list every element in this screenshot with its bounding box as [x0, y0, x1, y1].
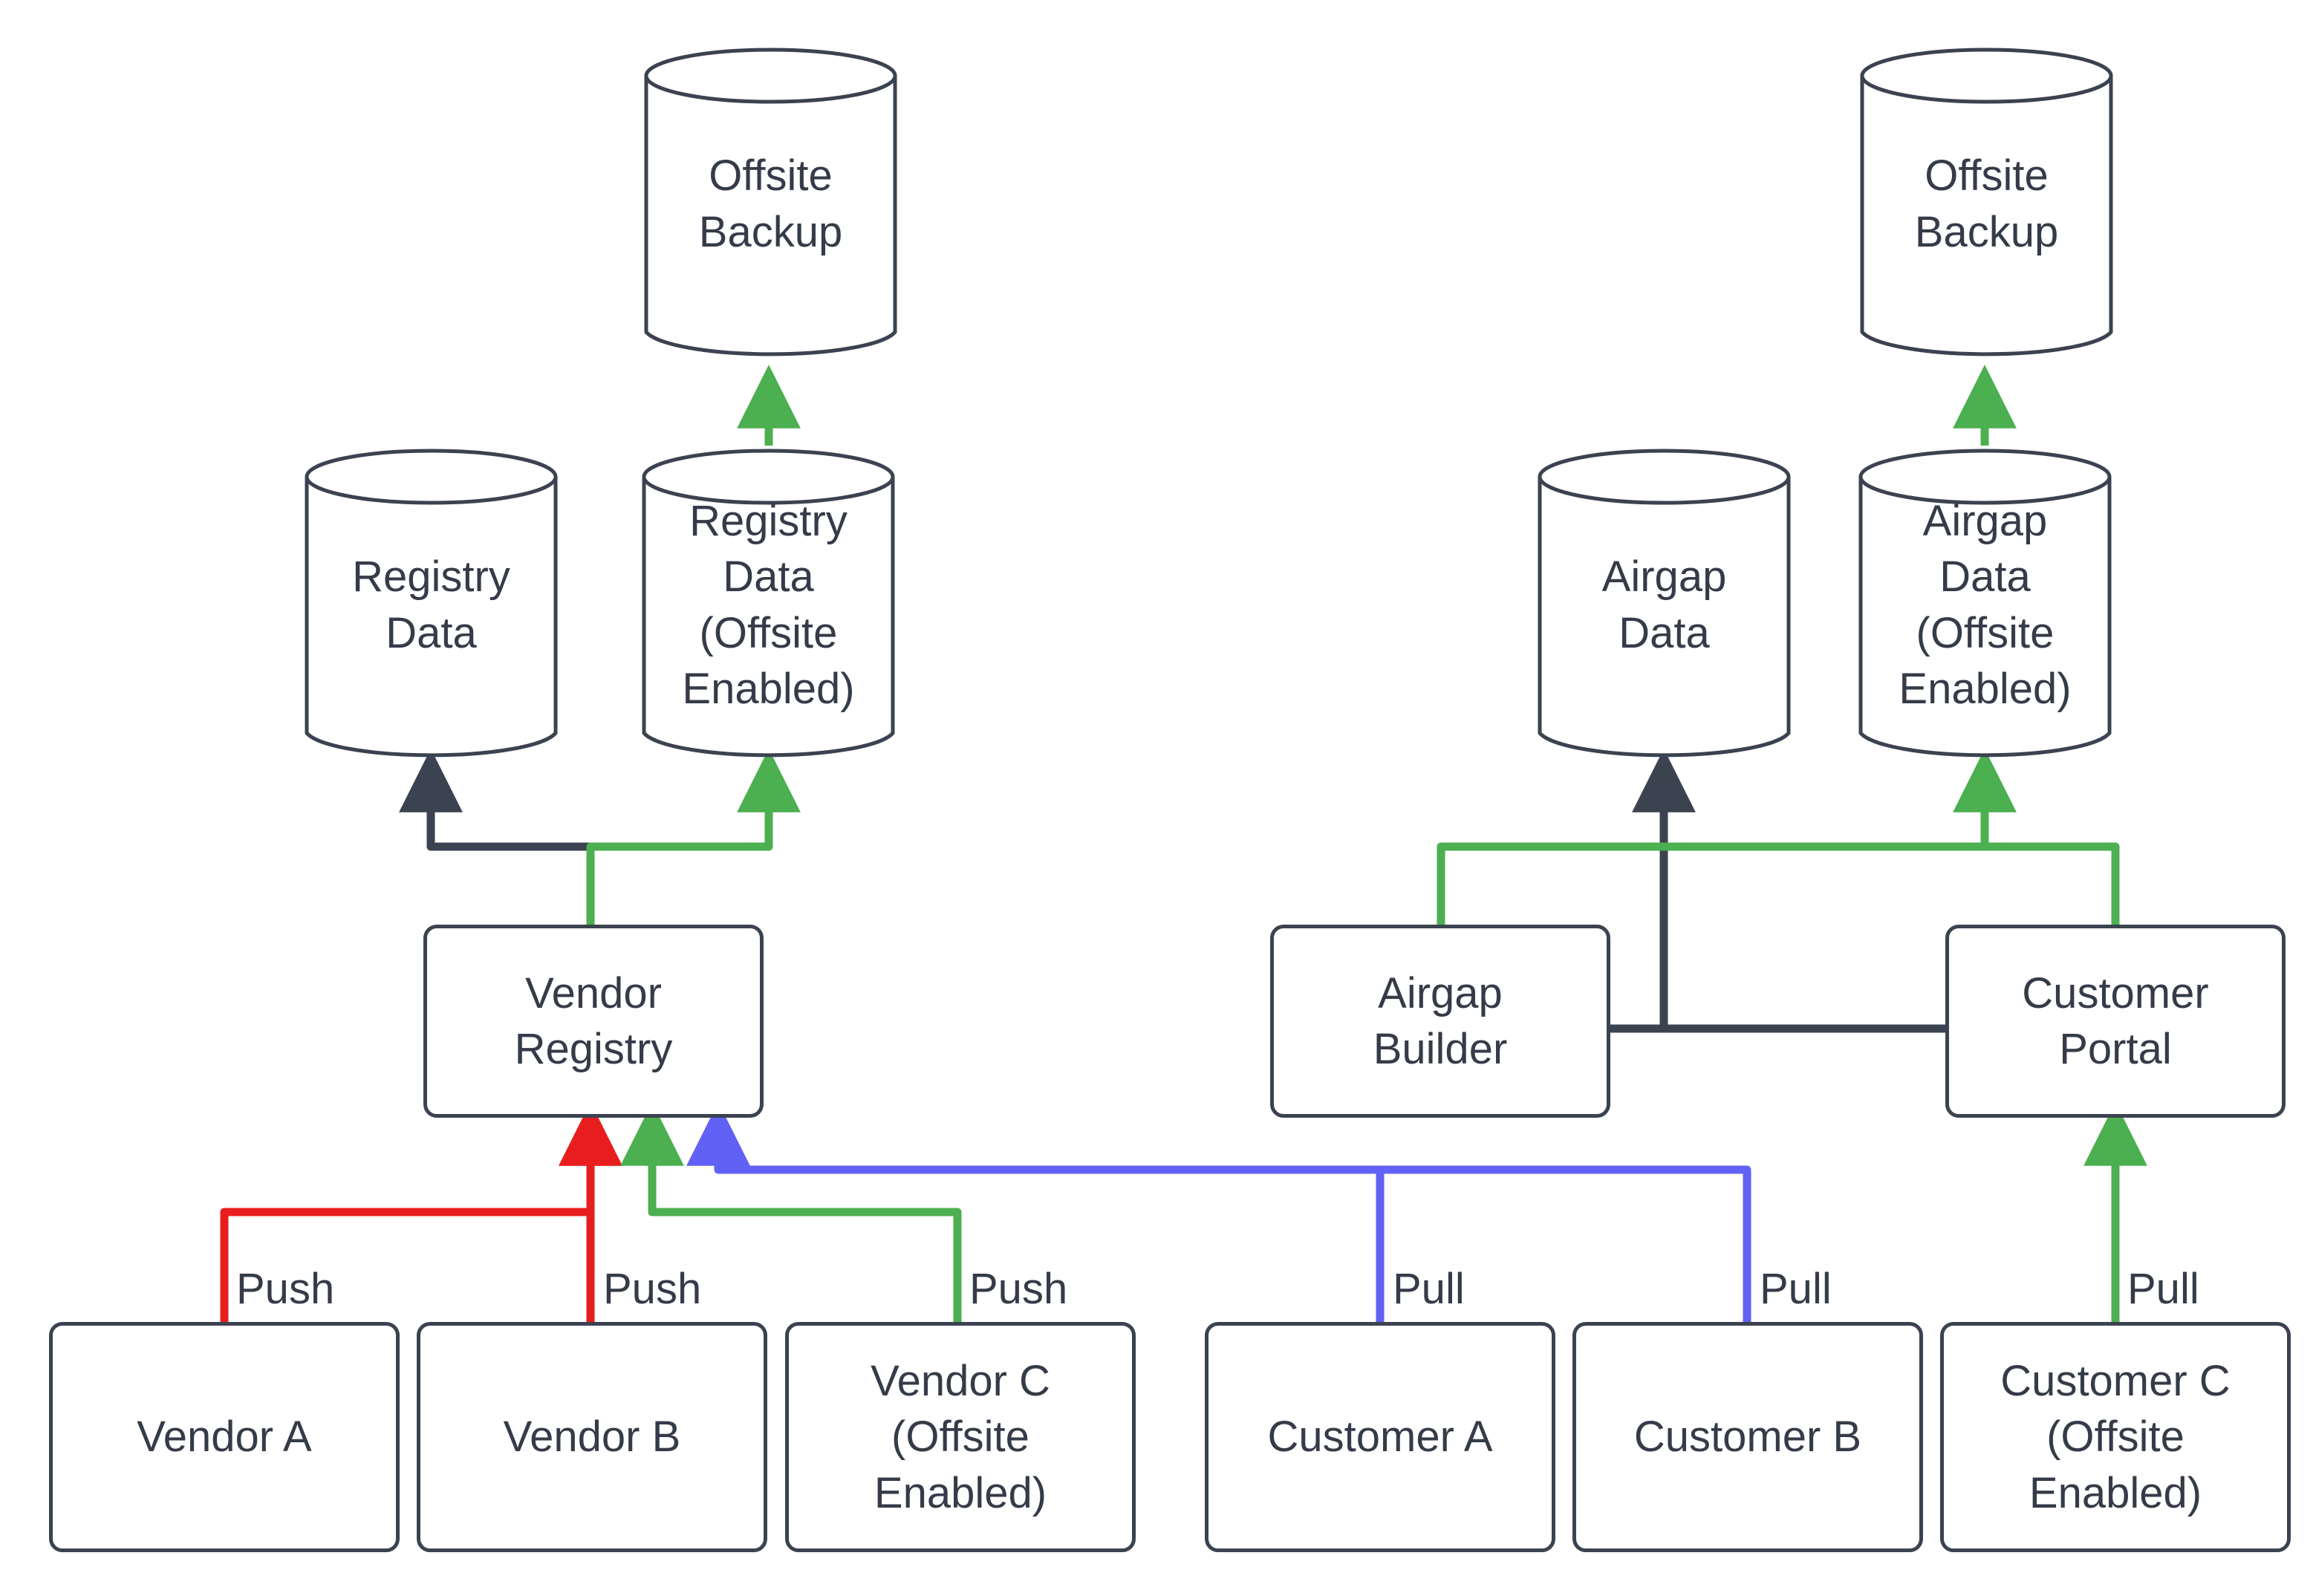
cylinder-shape: [642, 449, 895, 758]
node-label: Offsite Backup: [698, 152, 843, 256]
node-label: Airgap Data: [1601, 553, 1727, 657]
edge-vendor-c-push: [620, 1101, 962, 1322]
edge-label-vendor-a-push: Push: [236, 1265, 335, 1313]
node-label: Offsite Backup: [1914, 152, 2059, 256]
edge-customer-portal-to-airgap-offsite: [1985, 842, 2120, 925]
cylinder-shape: [1538, 449, 1791, 758]
node-offsite-backup-right[interactable]: Offsite Backup: [1858, 46, 2115, 362]
edge-label-vendor-c-push: Push: [969, 1265, 1068, 1313]
node-label: Vendor A: [137, 1413, 312, 1462]
node-airgap-data-offsite[interactable]: Airgap Data (Offsite Enabled): [1857, 447, 2113, 763]
node-label: Airgap Builder: [1373, 968, 1508, 1073]
node-customer-a[interactable]: Customer A: [1205, 1322, 1555, 1552]
node-label: Registry Data (Offsite Enabled): [682, 496, 855, 713]
cylinder-shape: [305, 449, 558, 758]
node-vendor-a[interactable]: Vendor A: [49, 1322, 400, 1552]
node-label: Vendor Registry: [514, 968, 673, 1073]
node-registry-data[interactable]: Registry Data: [303, 447, 559, 763]
node-label: Customer B: [1633, 1413, 1862, 1462]
node-registry-data-offsite[interactable]: Registry Data (Offsite Enabled): [640, 447, 897, 763]
cylinder-shape: [1858, 449, 2112, 758]
node-customer-c[interactable]: Customer C (Offsite Enabled): [1940, 1322, 2291, 1552]
node-customer-portal[interactable]: Customer Portal: [1945, 925, 2286, 1118]
node-customer-b[interactable]: Customer B: [1572, 1322, 1923, 1552]
edge-label-customer-c-pull: Pull: [2127, 1265, 2199, 1313]
node-label: Registry Data: [352, 553, 510, 657]
node-label: Customer C (Offsite Enabled): [2000, 1356, 2231, 1517]
edge-label-vendor-b-push: Push: [603, 1265, 702, 1313]
edge-vendor-registry-to-registry-data: [399, 748, 595, 925]
node-label: Airgap Data (Offsite Enabled): [1899, 496, 2072, 713]
node-label: Customer A: [1267, 1413, 1493, 1462]
node-label: Vendor C (Offsite Enabled): [871, 1356, 1050, 1517]
node-vendor-b[interactable]: Vendor B: [417, 1322, 767, 1552]
edge-customer-b-pull: [718, 1165, 1751, 1322]
node-label: Vendor B: [503, 1413, 681, 1462]
node-vendor-c[interactable]: Vendor C (Offsite Enabled): [785, 1322, 1136, 1552]
edge-label-customer-b-pull: Pull: [1760, 1265, 1832, 1313]
edge-label-customer-a-pull: Pull: [1393, 1265, 1465, 1313]
node-vendor-registry[interactable]: Vendor Registry: [423, 925, 764, 1118]
edge-vendor-registry-to-registry-data-offsite: [586, 748, 801, 925]
cylinder-shape: [1860, 48, 2113, 356]
edge-airgap-builder-to-airgap-offsite: [1437, 748, 2017, 925]
cylinder-shape: [644, 48, 897, 356]
node-airgap-data[interactable]: Airgap Data: [1536, 447, 1792, 763]
node-offsite-backup-left[interactable]: Offsite Backup: [642, 46, 899, 362]
node-airgap-builder[interactable]: Airgap Builder: [1270, 925, 1610, 1118]
node-label: Customer Portal: [2022, 968, 2209, 1073]
